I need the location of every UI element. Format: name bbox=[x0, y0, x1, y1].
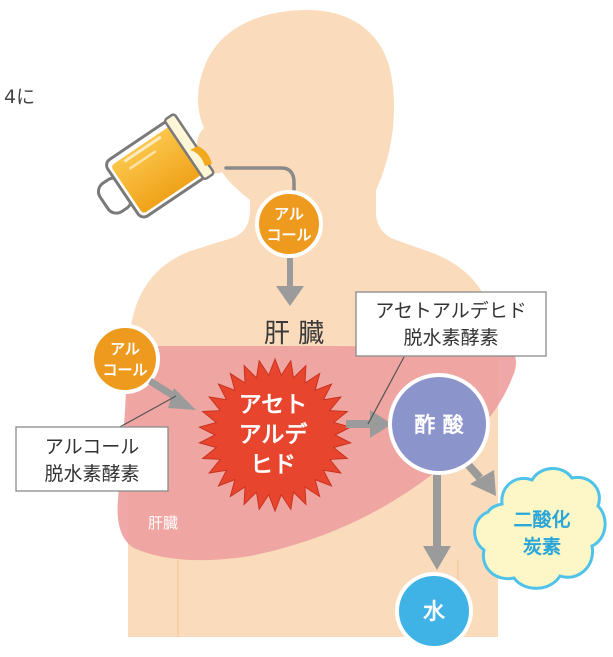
alcohol-left-line1: アル bbox=[110, 340, 140, 358]
alcohol-circle-top bbox=[255, 190, 323, 258]
arrowhead-to-liver bbox=[276, 286, 304, 306]
adh-line1: アルコール bbox=[45, 436, 139, 458]
aldh-box bbox=[355, 291, 547, 357]
water-label: 水 bbox=[423, 600, 446, 625]
aldh-line2: 脱水素酵素 bbox=[403, 327, 498, 349]
arrowhead-acetic-to-co2 bbox=[470, 470, 496, 496]
liver-heading: 肝 臓 bbox=[264, 319, 324, 349]
beer-mug-icon bbox=[96, 113, 215, 219]
co2-line2: 炭素 bbox=[523, 535, 561, 558]
callout-line-aldh bbox=[367, 356, 405, 425]
alcohol-left-line2: コール bbox=[102, 361, 147, 379]
beer-pour bbox=[190, 146, 212, 166]
esophagus-tube bbox=[224, 166, 296, 218]
liver-small-label: 肝臓 bbox=[148, 514, 178, 532]
edge-text: 4に bbox=[4, 86, 35, 108]
acetaldehyde-line3: ヒド bbox=[250, 452, 296, 478]
arrowhead-acetaldehyde-to-acetic bbox=[370, 410, 392, 438]
arrowhead-acetic-to-water bbox=[423, 546, 451, 570]
callout-line-adh bbox=[117, 395, 177, 429]
alcohol-top-line1: アル bbox=[274, 205, 304, 223]
alcohol-top-line2: コール bbox=[266, 226, 311, 244]
adh-box bbox=[15, 426, 169, 492]
co2-cloud bbox=[473, 467, 607, 590]
adh-line2: 脱水素酵素 bbox=[44, 463, 139, 485]
aldh-line1: アセトアルデヒド bbox=[375, 300, 526, 322]
acetic-acid-label: 酢 酸 bbox=[414, 413, 464, 437]
water-circle bbox=[395, 572, 473, 650]
acetic-acid-circle bbox=[388, 373, 490, 475]
acetaldehyde-line1: アセト bbox=[239, 392, 308, 418]
co2-line1: 二酸化 bbox=[513, 508, 570, 531]
acetaldehyde-line2: アルデ bbox=[239, 421, 309, 448]
acetaldehyde-burst bbox=[198, 357, 352, 513]
arrowhead-alcohol-to-acetaldehyde bbox=[168, 388, 196, 410]
alcohol-circle-left bbox=[90, 324, 160, 394]
